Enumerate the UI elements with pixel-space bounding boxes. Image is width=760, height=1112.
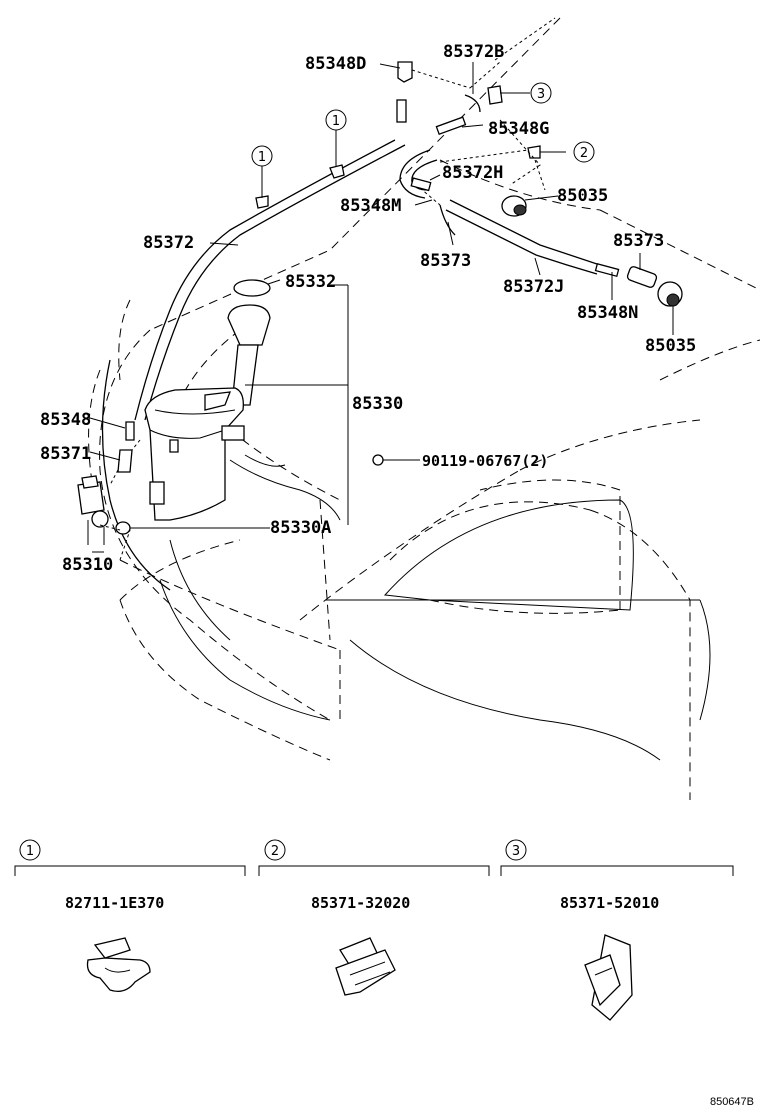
- legend-item-1: 1 82711-1E370: [14, 839, 246, 993]
- label-85373-left: 85373: [420, 251, 471, 271]
- svg-text:2: 2: [580, 146, 588, 161]
- svg-text:82711-1E370: 82711-1E370: [65, 894, 164, 912]
- svg-text:2: 2: [271, 844, 279, 859]
- label-85372J: 85372J: [503, 277, 564, 297]
- label-85373-right: 85373: [613, 231, 664, 251]
- label-85348D: 85348D: [305, 54, 366, 74]
- label-85348: 85348: [40, 410, 91, 430]
- washer-pump: [77, 421, 384, 535]
- svg-text:85371-52010: 85371-52010: [560, 894, 659, 912]
- label-85372: 85372: [143, 233, 194, 253]
- part-labels: 85348D 85372B 85348G 85372H 85035 85348M…: [40, 42, 696, 575]
- callout-1-lower: 1: [251, 145, 273, 167]
- label-85348G: 85348G: [488, 119, 549, 139]
- svg-text:1: 1: [258, 150, 266, 165]
- washer-hoses: [134, 61, 658, 421]
- svg-text:3: 3: [537, 87, 545, 102]
- svg-text:1: 1: [26, 844, 34, 859]
- leader-lines: [87, 17, 674, 561]
- car-body-lines: [101, 359, 711, 761]
- legend-item-2: 2 85371-32020: [258, 839, 490, 996]
- svg-text:1: 1: [332, 114, 340, 129]
- svg-text:85371-32020: 85371-32020: [311, 894, 410, 912]
- label-85372H: 85372H: [442, 163, 503, 183]
- clip-85371-32020-icon: [335, 937, 396, 996]
- label-85310: 85310: [62, 555, 113, 575]
- clip-82711-icon: [86, 937, 151, 993]
- label-85348N: 85348N: [577, 303, 638, 323]
- label-85332: 85332: [285, 272, 336, 292]
- label-85035-upper: 85035: [557, 186, 608, 206]
- label-85035-lower: 85035: [645, 336, 696, 356]
- clip-85371-52010-icon: [584, 934, 633, 1021]
- washer-nozzle-upper: [501, 195, 527, 217]
- callout-3: 3: [530, 82, 552, 104]
- label-85330A: 85330A: [270, 518, 331, 538]
- label-85371: 85371: [40, 444, 91, 464]
- callout-1-upper: 1: [325, 109, 347, 131]
- callout-2: 2: [573, 141, 595, 163]
- label-85372B: 85372B: [443, 42, 504, 62]
- svg-text:3: 3: [512, 844, 520, 859]
- washer-tank: [144, 279, 271, 521]
- legend-item-3: 3 85371-52010: [500, 839, 734, 1021]
- diagram-code: 850647B: [710, 1096, 754, 1108]
- washer-nozzle-lower: [657, 281, 683, 307]
- label-90119-06767: 90119-06767(2): [422, 452, 548, 470]
- label-85330: 85330: [352, 394, 403, 414]
- label-85348M: 85348M: [340, 196, 401, 216]
